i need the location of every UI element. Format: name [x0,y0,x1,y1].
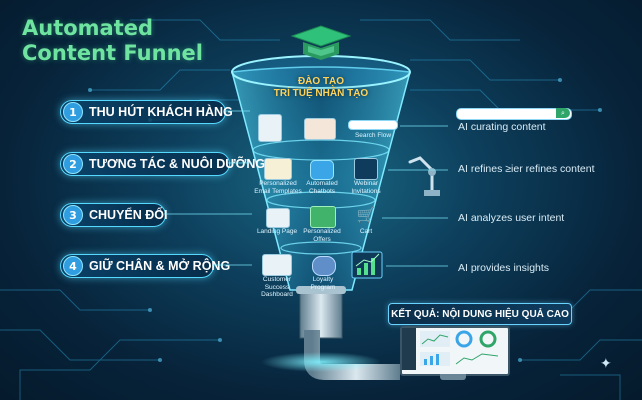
page-title: Automated Content Funnel [22,16,203,66]
growth-chart-icon [351,251,383,279]
loyalty-icon [312,256,336,276]
offers-icon [310,206,336,228]
step-3-pill: 3 CHUYỂN ĐỔI [60,203,168,227]
sparkle-icon: ✦ [600,356,612,372]
brand-line-1: ĐÀO TẠO [297,76,345,87]
step-4-badge: 4 [63,256,83,276]
ai-note-4: AI provides insights [458,262,550,274]
step-2-label: TƯƠNG TÁC & NUÔI DƯỠNG [89,157,266,171]
landing-page-label: Landing Page [256,228,298,235]
title-line-2: Content Funnel [22,41,203,65]
article-card-icon [258,114,282,142]
step-4-pill: 4 GIỮ CHÂN & MỞ RỘNG [60,254,230,278]
graduation-cap-icon [290,25,352,60]
step-1-label: THU HÚT KHÁCH HÀNG [89,105,233,119]
cart-label: Cart [359,228,373,235]
email-icon [264,158,292,180]
brand-label: ĐÀO TẠO TRÍ TUỆ NHÂN TẠO [256,76,386,100]
ai-note-2: AI refines ≥ier refines content [458,163,595,175]
result-banner: KẾT QUẢ: NỘI DUNG HIỆU QUẢ CAO [388,303,572,325]
title-line-1: Automated [22,16,154,40]
funnel-pipe [299,287,343,339]
dashboard-charts [402,328,499,370]
webinar-icon [354,158,378,180]
step-1-badge: 1 [63,102,83,122]
customer-success-label: Customer Success Dashboard [261,276,293,298]
cart-icon: 🛒 [356,206,376,224]
search-input [456,108,572,120]
step-4-label: GIỮ CHÂN & MỞ RỘNG [89,259,231,273]
ai-note-3: AI analyzes user intent [458,212,565,224]
step-2-pill: 2 TƯƠNG TÁC & NUÔI DƯỠNG [60,152,265,176]
search-flow-label: Search Flow [354,132,392,139]
search-icon: ⌕ [556,108,570,118]
loyalty-label: Loyalty Program [310,276,336,291]
step-3-badge: 3 [63,205,83,225]
step-1-pill: 1 THU HÚT KHÁCH HÀNG [60,100,233,124]
landing-page-icon [266,208,290,228]
dashboard-icon [262,254,292,276]
ai-note-1: AI curating content [458,121,546,133]
monitor-stand [440,374,466,380]
step-2-badge: 2 [63,154,83,174]
dashboard-monitor [400,326,510,376]
brand-line-2: TRÍ TUỆ NHÂN TẠO [273,88,369,99]
content-card-icon [304,118,336,140]
offers-label: Personalized Offers [303,228,341,243]
chatbots-label: Automated Chatbots [306,180,338,195]
email-templates-label: Personalized Email Templates [254,180,302,195]
step-3-label: CHUYỂN ĐỔI [89,208,168,222]
search-bar-icon [348,120,398,130]
webinar-label: Webinar Invitations [351,180,381,195]
chatbot-icon [310,160,334,180]
